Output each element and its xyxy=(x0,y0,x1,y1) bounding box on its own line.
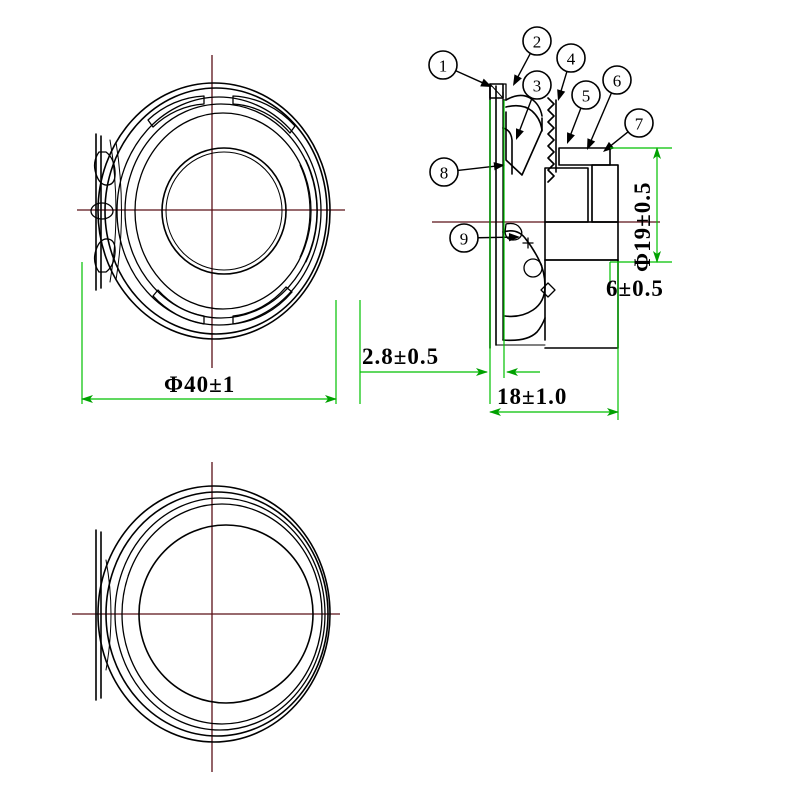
callout-leader-5 xyxy=(569,107,582,136)
callout-number-6: 6 xyxy=(613,72,622,91)
section-magnet-outline xyxy=(591,164,619,223)
section-top-plate xyxy=(558,147,611,166)
front-slot-top-right xyxy=(232,95,296,134)
dimension-magnet-diameter: Φ19±0.5 xyxy=(610,147,672,272)
front-right-arc-detail xyxy=(305,159,318,263)
section-voice-coil-winding xyxy=(547,97,555,183)
callout-arrowhead-4 xyxy=(557,89,566,101)
dimension-front-depth: 2.8±0.5 xyxy=(359,100,540,404)
callout-1: 1 xyxy=(428,50,492,87)
callout-arrowhead-7 xyxy=(603,141,615,152)
callout-arrowhead-5 xyxy=(567,132,575,144)
callout-number-1: 1 xyxy=(439,57,448,76)
callout-balloon-5 xyxy=(571,80,601,110)
callout-leader-3 xyxy=(518,97,533,132)
callout-3: 3 xyxy=(516,70,552,140)
section-terminal-eyelet xyxy=(523,258,543,278)
callout-4: 4 xyxy=(556,43,586,101)
front-outer-rim xyxy=(97,82,331,340)
callout-leader-6 xyxy=(589,92,613,143)
callout-balloon-8 xyxy=(429,157,459,187)
callout-arrowhead-2 xyxy=(513,74,522,86)
front-view xyxy=(77,55,345,368)
rear-outer-rim-4 xyxy=(121,503,323,725)
callout-arrowhead-1 xyxy=(480,78,492,87)
callout-2: 2 xyxy=(513,26,552,86)
section-surround-curve-inner xyxy=(505,104,543,132)
rear-outer-rim xyxy=(97,485,331,743)
callout-number-9: 9 xyxy=(460,230,469,249)
front-terminal-center-hole xyxy=(90,202,114,220)
dim-label-overall-depth: 18±1.0 xyxy=(497,384,567,409)
callout-number-8: 8 xyxy=(440,164,449,183)
callout-8: 8 xyxy=(429,157,505,187)
front-outer-rim-inner xyxy=(104,87,328,335)
front-cone-outer xyxy=(161,147,287,275)
front-frame-ring-2 xyxy=(124,103,318,319)
callout-balloon-3 xyxy=(522,70,552,100)
front-frame-ring xyxy=(116,96,322,326)
dimension-overall-diameter: Φ40±1 xyxy=(81,262,337,404)
section-pole-piece xyxy=(544,167,589,223)
callout-6: 6 xyxy=(587,65,632,150)
dim-label-overall-diameter: Φ40±1 xyxy=(164,372,235,397)
section-basket-hole-upper xyxy=(504,222,523,241)
front-slot-bottom-right xyxy=(232,286,293,325)
dim-label-front-depth: 2.8±0.5 xyxy=(362,344,439,369)
front-terminal-inner-curve xyxy=(109,139,117,283)
section-gasket-hatch xyxy=(489,83,504,99)
rear-view xyxy=(72,462,340,772)
front-terminal-inner-curve-2 xyxy=(115,141,122,281)
callout-5: 5 xyxy=(567,80,601,144)
front-slot-top-left xyxy=(147,95,205,128)
section-basket-lower xyxy=(502,230,546,318)
section-terminal-diamond xyxy=(540,282,556,298)
callout-number-5: 5 xyxy=(582,87,591,106)
callout-leader-2 xyxy=(516,53,532,79)
callout-9: 9 xyxy=(449,223,520,253)
callout-number-4: 4 xyxy=(567,50,576,69)
callout-balloon-7 xyxy=(624,108,654,138)
callout-balloon-6 xyxy=(602,65,632,95)
rear-magnet-circle xyxy=(138,524,314,704)
callout-7: 7 xyxy=(603,108,654,152)
dim-label-magnet-thickness: 6±0.5 xyxy=(606,276,664,301)
front-cone-inner xyxy=(165,151,283,271)
callout-arrowhead-6 xyxy=(587,138,596,150)
callout-leader-9 xyxy=(477,236,512,239)
section-yoke-lower xyxy=(544,221,619,261)
callout-balloon-9 xyxy=(449,223,479,253)
callout-number-7: 7 xyxy=(635,115,644,134)
callout-arrowhead-8 xyxy=(493,162,505,171)
callout-group: 1 2 3 45 6 7 8 9 xyxy=(428,26,654,253)
callout-leader-7 xyxy=(609,131,629,147)
section-yoke-back xyxy=(544,259,619,349)
dim-label-magnet-diameter: Φ19±0.5 xyxy=(630,182,655,272)
callout-number-3: 3 xyxy=(533,77,542,96)
front-surround-outer xyxy=(134,112,312,310)
dimension-magnet-thickness: 6±0.5 xyxy=(606,262,664,301)
section-cone-upper xyxy=(505,111,543,176)
callout-arrowhead-9 xyxy=(508,232,520,242)
callout-leader-1 xyxy=(455,70,485,84)
callout-balloon-1 xyxy=(428,50,458,80)
dimension-overall-depth: 18±1.0 xyxy=(489,262,619,420)
section-magnet-hatched xyxy=(591,164,619,223)
front-right-arc-detail-2 xyxy=(299,164,311,258)
callout-arrowhead-3 xyxy=(516,128,524,140)
callout-leader-4 xyxy=(559,71,568,93)
section-basket-bottom-curve xyxy=(502,317,546,342)
rear-outer-rim-2 xyxy=(105,491,329,737)
callout-balloon-4 xyxy=(556,43,586,73)
rear-terminal-inner-curve xyxy=(105,559,112,671)
polarity-plus-mark xyxy=(522,237,534,249)
callout-balloon-2 xyxy=(522,26,552,56)
front-slot-bottom-left xyxy=(152,289,205,325)
callout-number-2: 2 xyxy=(533,33,542,52)
rear-outer-rim-3 xyxy=(114,497,326,731)
